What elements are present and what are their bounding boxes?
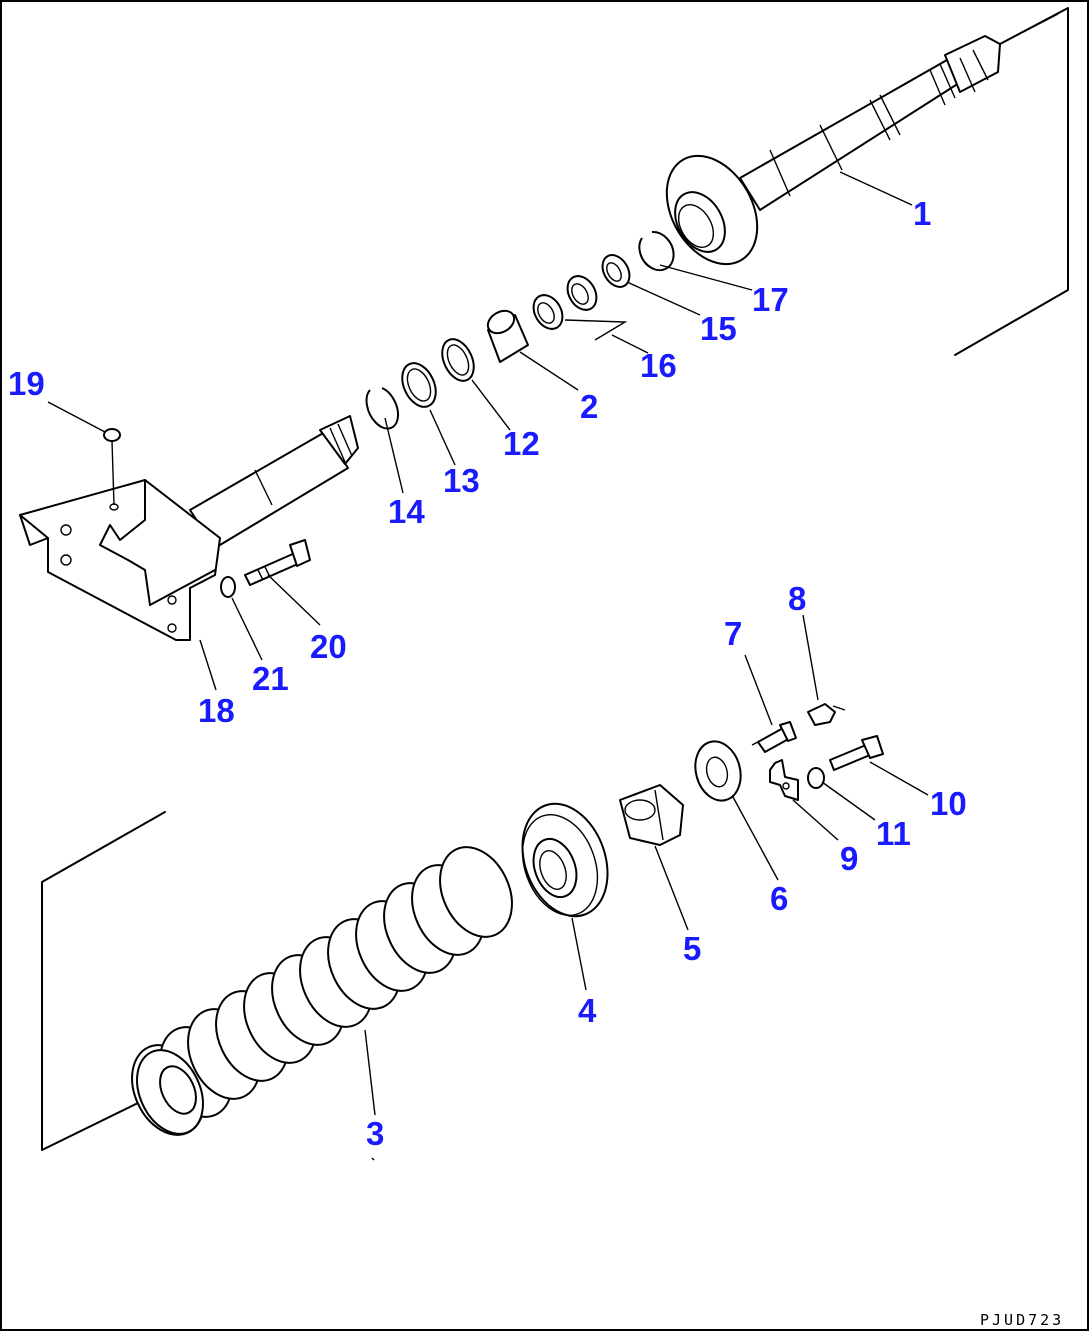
label-20: 20 — [310, 628, 347, 665]
part-14-snap-ring — [365, 387, 400, 430]
part-7-valve — [751, 721, 797, 753]
leader-lines — [47, 171, 929, 1116]
drawing-code: PJUD723 — [980, 1311, 1064, 1329]
label-17: 17 — [752, 281, 789, 318]
part-2-bushing — [486, 309, 529, 363]
label-13: 13 — [443, 462, 480, 499]
part-15-bushing — [601, 254, 631, 288]
part-18-yoke — [19, 415, 359, 641]
part-19-bolt — [103, 428, 121, 511]
label-4: 4 — [578, 992, 597, 1029]
label-16: 16 — [640, 347, 677, 384]
label-15: 15 — [700, 310, 737, 347]
label-5: 5 — [683, 930, 701, 967]
part-21-washer — [220, 576, 236, 598]
label-8: 8 — [788, 580, 806, 617]
part-6-washer — [694, 740, 742, 802]
label-10: 10 — [930, 785, 967, 822]
part-13-ring — [401, 362, 437, 408]
label-3: 3 — [366, 1115, 384, 1152]
part-10-bolt — [829, 735, 884, 771]
part-4-spring-seat — [521, 802, 609, 918]
label-18: 18 — [198, 692, 235, 729]
part-5-nut — [619, 784, 684, 846]
part-1-rod — [665, 13, 1059, 266]
label-12: 12 — [503, 425, 540, 462]
part-labels: 1 17 15 16 2 12 13 14 19 20 21 18 7 8 10… — [8, 195, 967, 1152]
part-9-bracket — [769, 759, 799, 801]
part-17-snap-ring — [638, 230, 675, 272]
part-16-bushings — [532, 275, 628, 341]
label-14: 14 — [388, 493, 425, 530]
label-9: 9 — [840, 840, 858, 877]
label-1: 1 — [913, 195, 931, 232]
label-19: 19 — [8, 365, 45, 402]
label-7: 7 — [724, 615, 742, 652]
part-3-spring — [131, 846, 513, 1136]
part-12-ring — [441, 338, 475, 382]
label-21: 21 — [252, 660, 289, 697]
label-6: 6 — [770, 880, 788, 917]
label-11: 11 — [876, 815, 911, 852]
part-20-bolt — [244, 539, 311, 586]
part-11-washer — [807, 767, 825, 789]
part-8-fitting — [807, 703, 846, 726]
label-2: 2 — [580, 388, 598, 425]
